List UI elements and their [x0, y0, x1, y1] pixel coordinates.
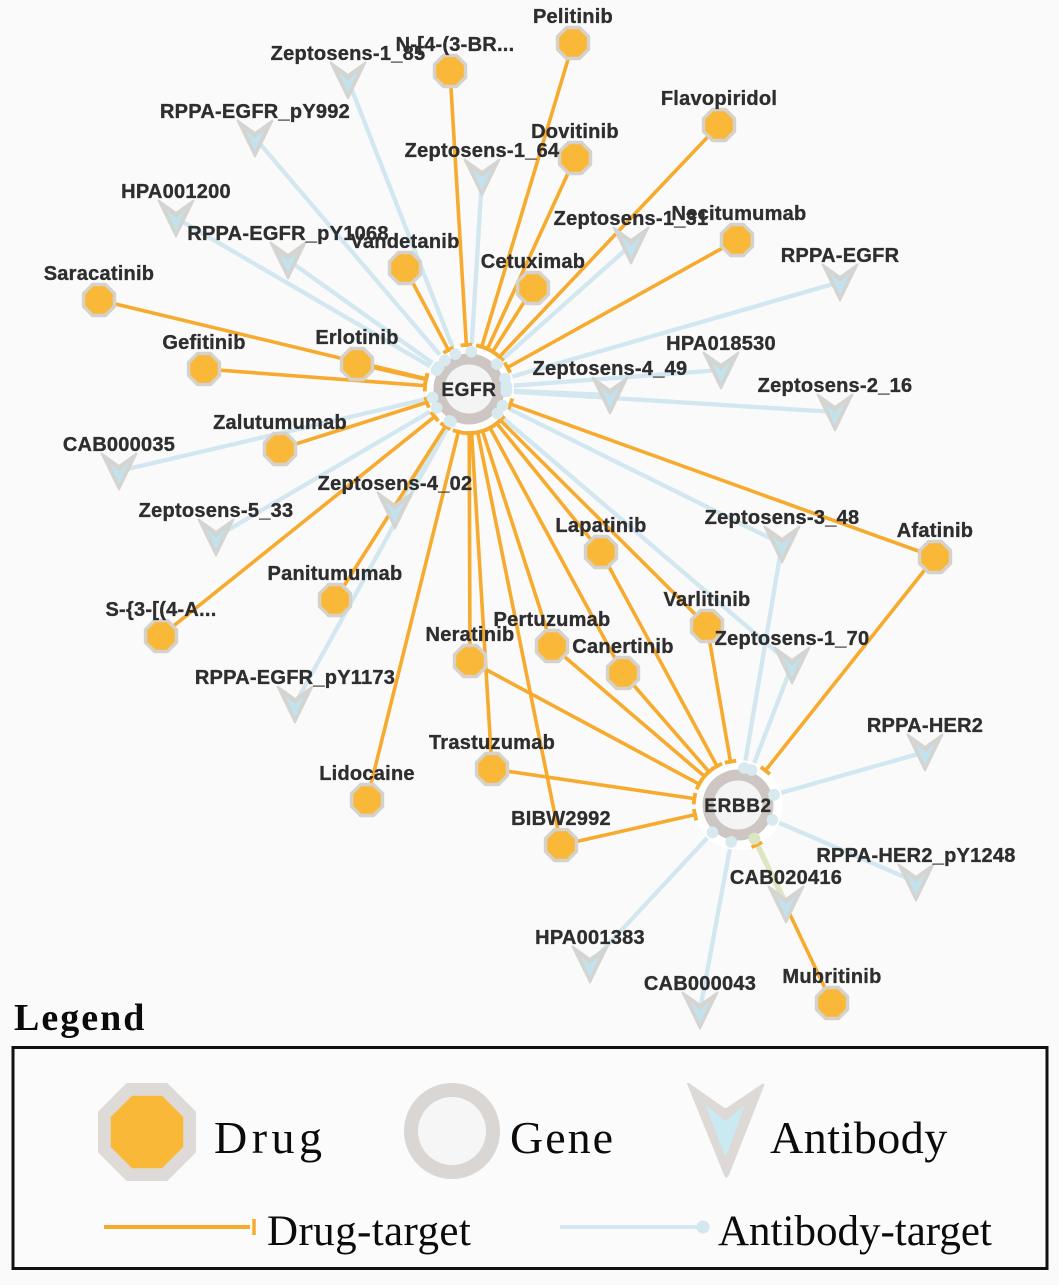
svg-text:S-{3-[(4-A...: S-{3-[(4-A... [105, 599, 216, 621]
svg-text:RPPA-EGFR_pY1068: RPPA-EGFR_pY1068 [187, 223, 388, 245]
svg-text:Pelitinib: Pelitinib [533, 6, 613, 28]
svg-text:Lapatinib: Lapatinib [555, 515, 646, 537]
svg-text:Antibody-target: Antibody-target [718, 1208, 992, 1255]
svg-text:EGFR: EGFR [441, 380, 496, 401]
svg-text:Zeptosens-5_33: Zeptosens-5_33 [139, 500, 294, 522]
svg-text:CAB000043: CAB000043 [644, 973, 756, 995]
svg-text:HPA001383: HPA001383 [535, 927, 645, 949]
svg-text:Gene: Gene [510, 1112, 615, 1163]
svg-text:RPPA-EGFR: RPPA-EGFR [781, 245, 900, 267]
svg-text:Legend: Legend [14, 997, 146, 1039]
svg-text:Zeptosens-1_64: Zeptosens-1_64 [405, 140, 560, 162]
svg-text:ERBB2: ERBB2 [704, 796, 771, 817]
svg-text:Canertinib: Canertinib [572, 636, 673, 658]
svg-text:Neratinib: Neratinib [426, 624, 515, 646]
svg-text:N-[4-(3-BR...: N-[4-(3-BR... [396, 34, 515, 56]
svg-text:Necitumumab: Necitumumab [672, 203, 807, 225]
svg-text:Zeptosens-4_49: Zeptosens-4_49 [533, 358, 688, 380]
svg-text:Zeptosens-2_16: Zeptosens-2_16 [758, 375, 913, 397]
svg-text:Dovitinib: Dovitinib [531, 121, 619, 143]
svg-text:Zeptosens-3_48: Zeptosens-3_48 [705, 507, 860, 529]
svg-text:Mubritinib: Mubritinib [782, 966, 881, 988]
svg-text:Panitumumab: Panitumumab [268, 563, 403, 585]
svg-text:Drug-target: Drug-target [267, 1208, 471, 1255]
svg-text:Zeptosens-1_85: Zeptosens-1_85 [271, 43, 426, 65]
svg-text:HPA001200: HPA001200 [121, 181, 231, 203]
svg-text:Lidocaine: Lidocaine [319, 763, 415, 785]
svg-text:Varlitinib: Varlitinib [664, 589, 751, 611]
svg-text:CAB000035: CAB000035 [63, 434, 175, 456]
svg-text:RPPA-HER2: RPPA-HER2 [867, 715, 983, 737]
svg-text:Gefitinib: Gefitinib [162, 332, 245, 354]
svg-text:CAB020416: CAB020416 [730, 867, 842, 889]
svg-text:Antibody: Antibody [770, 1112, 948, 1163]
svg-text:Zeptosens-1_70: Zeptosens-1_70 [715, 628, 870, 650]
svg-text:Afatinib: Afatinib [897, 520, 973, 542]
svg-text:HPA018530: HPA018530 [666, 333, 776, 355]
svg-text:Erlotinib: Erlotinib [315, 327, 398, 349]
svg-text:RPPA-EGFR_pY1173: RPPA-EGFR_pY1173 [195, 667, 395, 689]
svg-text:Cetuximab: Cetuximab [481, 251, 586, 273]
svg-text:Zeptosens-4_02: Zeptosens-4_02 [318, 473, 473, 495]
svg-text:Flavopiridol: Flavopiridol [661, 88, 777, 110]
svg-text:Vandetanib: Vandetanib [350, 231, 459, 253]
svg-text:Saracatinib: Saracatinib [44, 263, 155, 285]
svg-text:Trastuzumab: Trastuzumab [429, 732, 555, 754]
svg-text:Pertuzumab: Pertuzumab [494, 609, 611, 631]
svg-text:BIBW2992: BIBW2992 [511, 808, 611, 830]
svg-text:RPPA-EGFR_pY992: RPPA-EGFR_pY992 [160, 101, 350, 123]
svg-text:Zalutumumab: Zalutumumab [213, 412, 347, 434]
svg-text:Drug: Drug [214, 1112, 327, 1163]
svg-text:Zeptosens-1_31: Zeptosens-1_31 [554, 208, 709, 230]
svg-text:RPPA-HER2_pY1248: RPPA-HER2_pY1248 [816, 845, 1015, 867]
